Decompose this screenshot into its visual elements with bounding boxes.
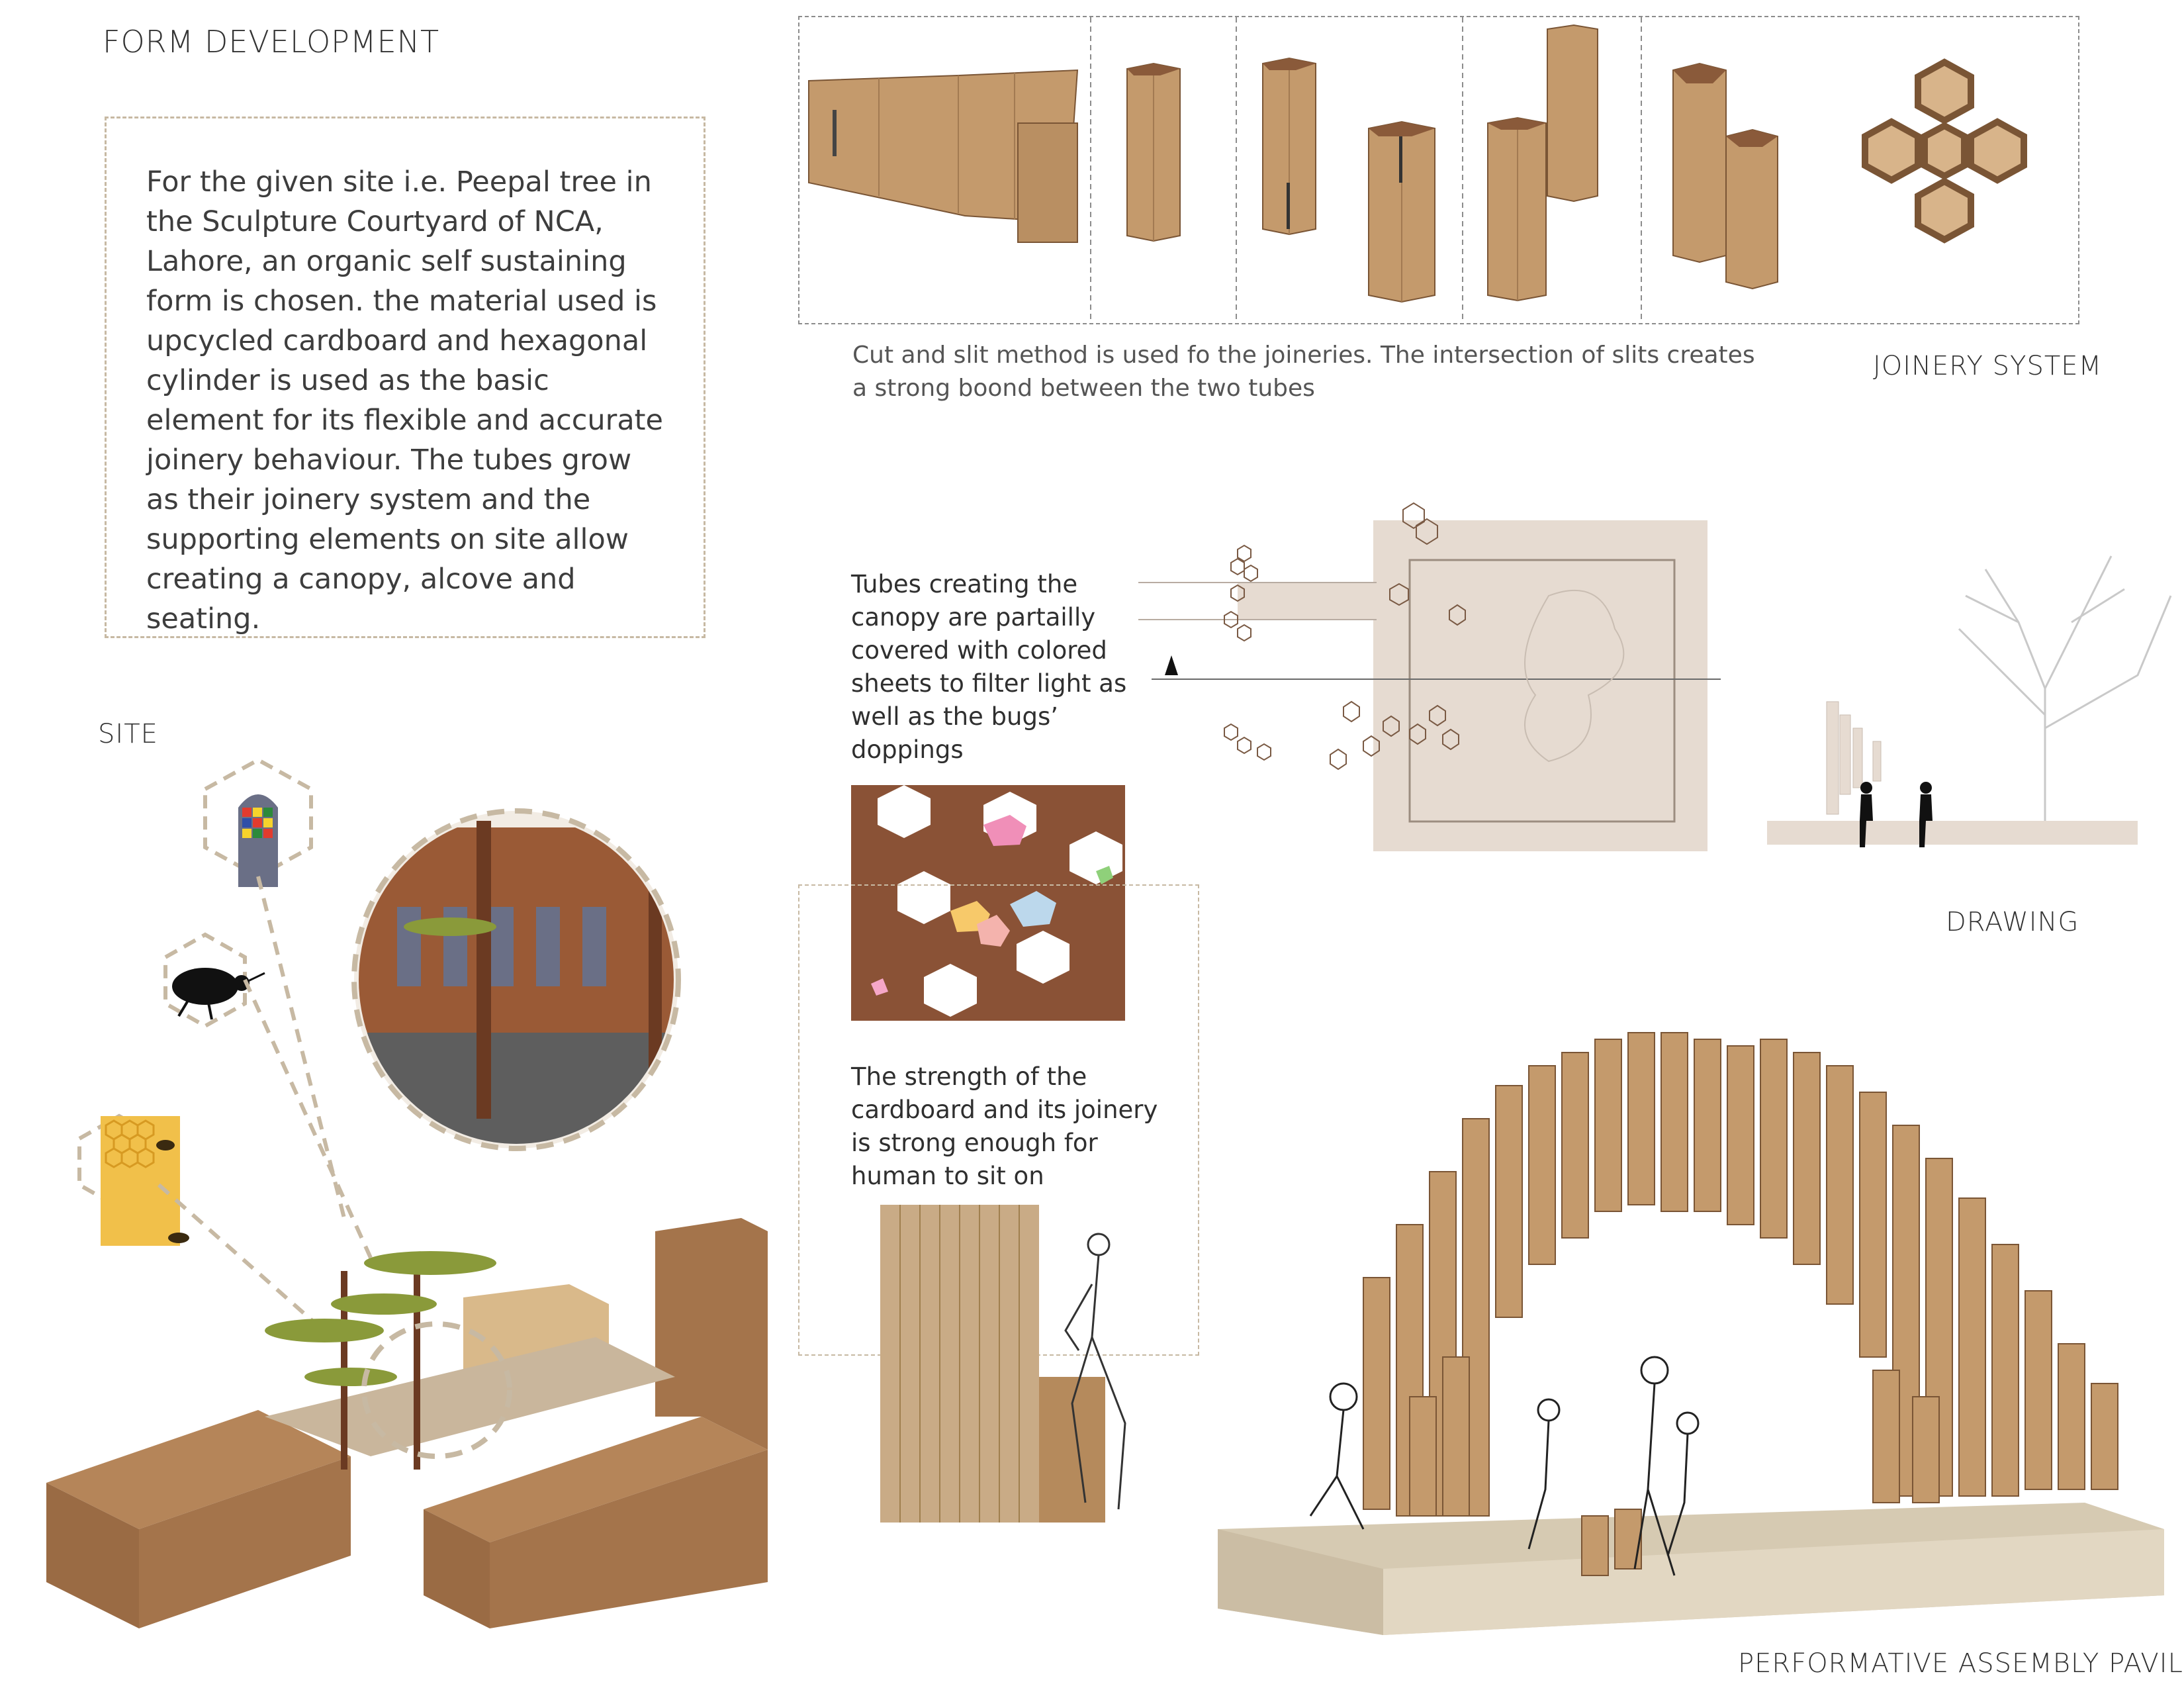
hexagonal-tube [1126, 62, 1181, 242]
grouped-tubes [1672, 62, 1778, 290]
site-heading: SITE [98, 719, 158, 749]
human-figure-icon [1064, 1233, 1126, 1510]
drawing-heading: DRAWING [1946, 907, 2079, 937]
stained-glass-window-icon [238, 794, 278, 887]
site-illustration [46, 757, 768, 1628]
honeycomb-bee-icon [101, 1116, 189, 1246]
joinery-strip [798, 16, 2079, 324]
unfolded-cardboard-sheet [808, 69, 1079, 243]
plan-drawing [1138, 502, 1721, 851]
joinery-caption: Cut and slit method is used fo the joine… [852, 342, 1755, 402]
strength-note: The strength of the cardboard and its jo… [851, 1062, 1158, 1190]
beetle-icon [172, 968, 265, 1020]
canopy-note: Tubes creating the canopy are partailly … [851, 570, 1127, 764]
page-title: FORM DEVELOPMENT [103, 24, 440, 60]
honeycomb-cluster [1862, 58, 2027, 244]
site-model [46, 1218, 768, 1628]
seated-figures [1860, 782, 1933, 847]
intro-paragraph: For the given site i.e. Peepal tree in t… [146, 165, 663, 635]
pavilion-heading: PERFORMATIVE ASSEMBLY PAVILION [1738, 1648, 2184, 1679]
joinery-diagrams [808, 17, 2027, 323]
canopy-closeup [851, 785, 1125, 1021]
joined-tubes [1487, 24, 1598, 302]
human-figure-icon [1309, 1356, 1700, 1576]
intro-text-box: For the given site i.e. Peepal tree in t… [105, 117, 705, 638]
section-drawing [1767, 555, 2172, 847]
seating-stack [880, 1205, 1126, 1523]
pavilion-illustration [1218, 1032, 2164, 1635]
joinery-system-heading: JOINERY SYSTEM [1873, 351, 2103, 381]
slit-tubes [1262, 57, 1435, 303]
